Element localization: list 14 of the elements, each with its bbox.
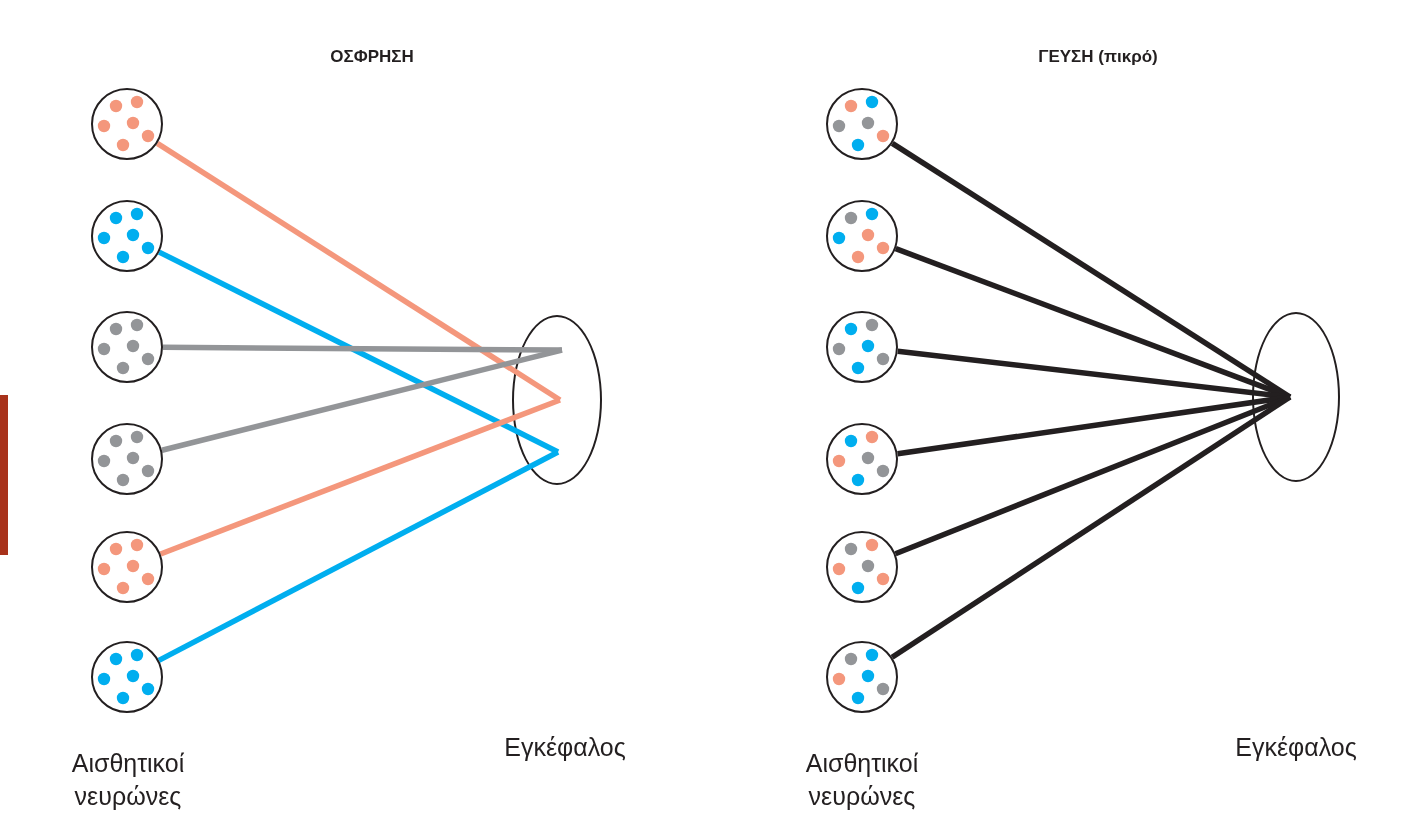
nerve-line xyxy=(159,397,561,557)
column-label: Αισθητικοί νευρώνες xyxy=(70,748,186,812)
nerve-line xyxy=(163,344,562,353)
column-label: Εγκέφαλος xyxy=(1235,732,1357,763)
panel-title: ΟΣΦΡΗΣΗ xyxy=(330,46,414,69)
nerve-line xyxy=(897,348,1291,400)
nerve-line xyxy=(157,249,560,455)
nerve-line xyxy=(890,394,1292,660)
nerve-line xyxy=(157,449,560,663)
column-label: Εγκέφαλος xyxy=(504,732,626,763)
panel-title: ΓΕΥΣΗ (πικρό) xyxy=(1038,46,1158,69)
nerve-line xyxy=(897,394,1291,457)
nerve-line xyxy=(161,347,563,453)
column-label: Αισθητικοί νευρώνες xyxy=(804,748,920,812)
